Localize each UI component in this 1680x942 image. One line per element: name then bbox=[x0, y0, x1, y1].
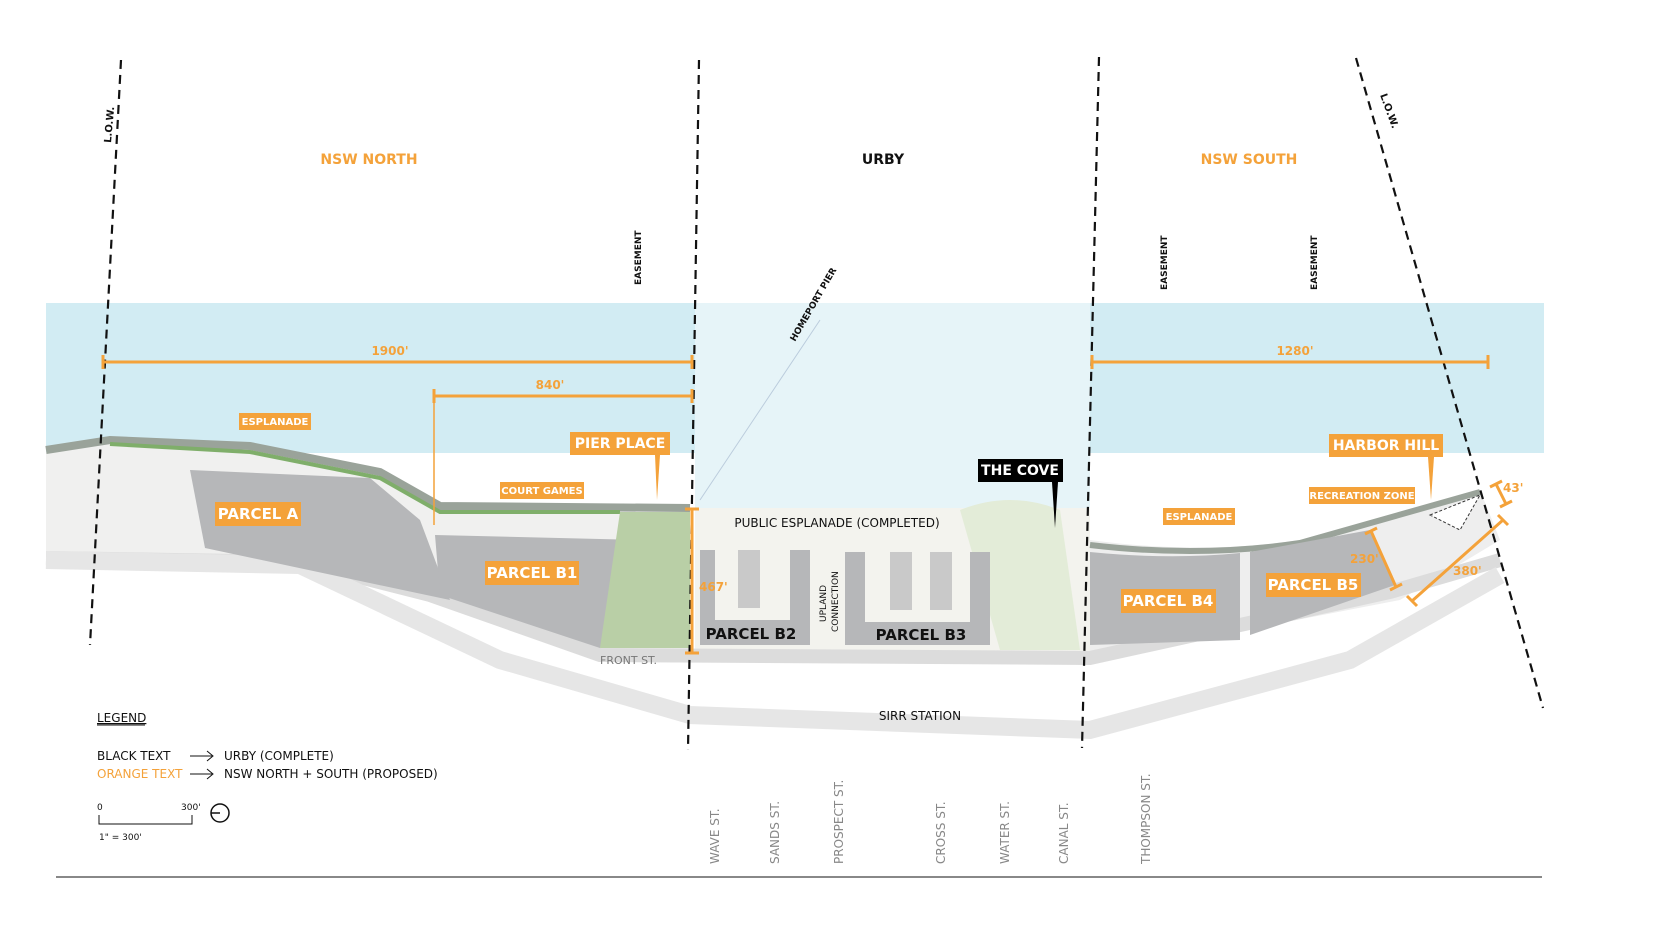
street-label: WAVE ST. bbox=[708, 808, 722, 864]
low-label-south: L.O.W. bbox=[1377, 92, 1400, 130]
svg-text:ESPLANADE: ESPLANADE bbox=[1166, 512, 1233, 523]
easement-label: EASEMENT bbox=[634, 230, 644, 285]
legend-title: LEGEND bbox=[97, 711, 146, 725]
svg-text:PARCEL B1: PARCEL B1 bbox=[487, 564, 578, 582]
tag-parcel-b1: PARCEL B1 bbox=[485, 561, 579, 585]
scale-bar bbox=[98, 815, 193, 825]
zone-nsw-south: NSW SOUTH bbox=[1201, 152, 1298, 168]
tag-parcel-a: PARCEL A bbox=[215, 502, 301, 526]
dim-1280: 1280' bbox=[1276, 344, 1313, 358]
zone-urby: URBY bbox=[862, 152, 905, 168]
b3-court bbox=[865, 552, 970, 622]
low-line-south bbox=[1354, 57, 1545, 709]
legend-value-orange: NSW NORTH + SOUTH (PROPOSED) bbox=[224, 767, 438, 781]
legend-value-black: URBY (COMPLETE) bbox=[224, 749, 334, 763]
sirr-station-label: SIRR STATION bbox=[879, 709, 961, 723]
dim-43: 43' bbox=[1503, 481, 1523, 495]
dim-380-line bbox=[1405, 513, 1510, 608]
tag-harbor-hill: HARBOR HILL bbox=[1329, 434, 1443, 500]
tag-parcel-b5: PARCEL B5 bbox=[1266, 573, 1361, 597]
tag-court-games: COURT GAMES bbox=[500, 482, 584, 499]
north-arrow-icon bbox=[210, 803, 230, 823]
svg-text:COURT GAMES: COURT GAMES bbox=[501, 486, 582, 497]
scale-start: 0 bbox=[97, 803, 103, 813]
street-label: WATER ST. bbox=[998, 801, 1012, 864]
scale-ratio: 1" = 300' bbox=[99, 833, 142, 843]
arrow-right-icon bbox=[190, 768, 214, 780]
tag-the-cove: THE COVE bbox=[978, 459, 1063, 528]
harbor-hill-shape bbox=[1428, 494, 1482, 531]
street-label: CROSS ST. bbox=[934, 801, 948, 864]
dim-467: 467' bbox=[699, 580, 728, 594]
north-promenade bbox=[45, 435, 691, 512]
arrow-right-icon bbox=[190, 750, 214, 762]
front-st-label: FRONT ST. bbox=[600, 654, 657, 667]
dim-1900-line bbox=[101, 355, 694, 369]
b3-block-2 bbox=[930, 552, 952, 610]
legend-key-black: BLACK TEXT bbox=[97, 749, 171, 763]
tag-pier-place: PIER PLACE bbox=[570, 432, 670, 500]
svg-text:PIER PLACE: PIER PLACE bbox=[575, 436, 666, 452]
easement-label: EASEMENT bbox=[1160, 235, 1170, 290]
south-promenade bbox=[1089, 489, 1481, 555]
scale-end: 300' bbox=[181, 803, 201, 813]
parcel-b3-label: PARCEL B3 bbox=[876, 626, 967, 644]
street-label: SANDS ST. bbox=[768, 801, 782, 864]
street-label: THOMPSON ST. bbox=[1139, 773, 1153, 865]
pier-place-park bbox=[600, 512, 690, 648]
boundary-urby-south bbox=[1080, 56, 1101, 749]
tag-esplanade-south: ESPLANADE bbox=[1163, 508, 1235, 525]
street-label: PROSPECT ST. bbox=[832, 780, 846, 864]
easement-label: EASEMENT bbox=[1310, 235, 1320, 290]
parcel-b2-label: PARCEL B2 bbox=[706, 625, 797, 643]
low-line-north bbox=[88, 59, 123, 646]
svg-text:THE COVE: THE COVE bbox=[981, 463, 1059, 479]
upland-label: UPLAND bbox=[819, 585, 829, 622]
homeport-pier-line bbox=[699, 319, 821, 501]
dim-380: 380' bbox=[1453, 564, 1482, 578]
svg-text:PARCEL A: PARCEL A bbox=[218, 505, 299, 523]
svg-text:HARBOR HILL: HARBOR HILL bbox=[1333, 438, 1439, 454]
dim-230-line bbox=[1364, 526, 1403, 592]
b2-block bbox=[738, 550, 760, 608]
boundary-north-urby bbox=[686, 59, 701, 751]
legend-key-orange: ORANGE TEXT bbox=[97, 767, 183, 781]
dim-467-line bbox=[685, 507, 699, 655]
low-label-north: L.O.W. bbox=[103, 106, 117, 143]
connection-label: CONNECTION bbox=[831, 571, 841, 632]
b3-block-1 bbox=[890, 552, 912, 610]
street-label: CANAL ST. bbox=[1057, 802, 1071, 864]
svg-text:PARCEL B5: PARCEL B5 bbox=[1268, 576, 1359, 594]
dim-1900: 1900' bbox=[371, 344, 408, 358]
tag-parcel-b4: PARCEL B4 bbox=[1121, 589, 1216, 613]
public-esplanade-label: PUBLIC ESPLANADE (COMPLETED) bbox=[734, 516, 939, 530]
svg-text:PARCEL B4: PARCEL B4 bbox=[1123, 592, 1214, 610]
zone-nsw-north: NSW NORTH bbox=[320, 152, 417, 168]
tag-esplanade-north: ESPLANADE bbox=[239, 413, 311, 430]
north-green bbox=[109, 442, 620, 514]
dim-1280-line bbox=[1090, 355, 1490, 369]
svg-text:ESPLANADE: ESPLANADE bbox=[242, 417, 309, 428]
dim-43-line bbox=[1489, 479, 1513, 509]
tag-recreation-zone: RECREATION ZONE bbox=[1309, 487, 1415, 504]
dim-840: 840' bbox=[536, 378, 565, 392]
svg-text:RECREATION ZONE: RECREATION ZONE bbox=[1309, 491, 1414, 502]
dim-230: 230' bbox=[1350, 552, 1379, 566]
